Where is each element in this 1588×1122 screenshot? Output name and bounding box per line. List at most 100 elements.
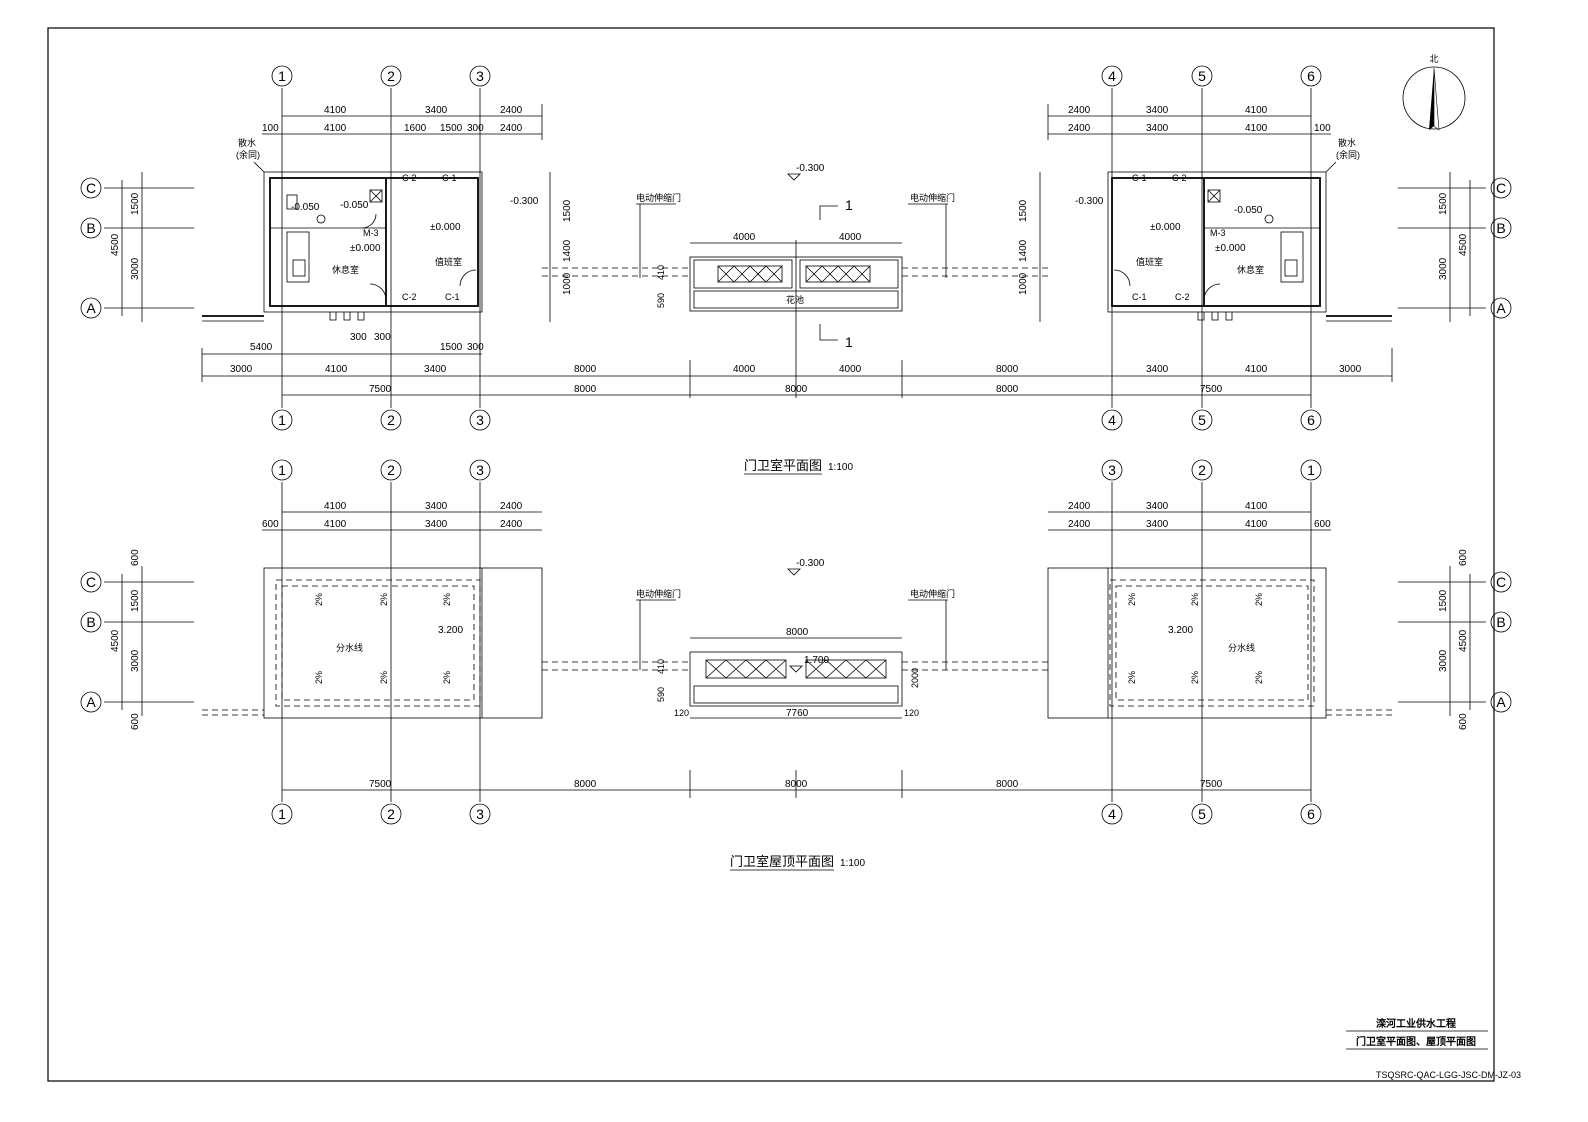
- plan-dim-b2h: 3400: [1146, 364, 1169, 375]
- gate-dim-right: 4000: [839, 232, 862, 243]
- axis-C-right: C: [1496, 180, 1506, 196]
- roof-dim-b-4: 8000: [996, 779, 1019, 790]
- plan-dim-top-1b: 3400: [425, 105, 448, 116]
- roof-gate-dim-7760: 7760: [786, 708, 809, 719]
- plan-dim-b1e: 300: [467, 342, 484, 353]
- plan-dim-top-r1a: 2400: [1068, 105, 1091, 116]
- roof-dim-b-3: 8000: [785, 779, 808, 790]
- roof-axis-C-right: C: [1496, 574, 1506, 590]
- right-guardhouse: 休息室 值班室 ±0.000 ±0.000 -0.050 -0.300 C-1 …: [1075, 137, 1360, 321]
- gate-dim-left: 4000: [733, 232, 756, 243]
- axis-6-top: 6: [1307, 68, 1315, 84]
- axis-B-right: B: [1496, 220, 1505, 236]
- roof-dim-top-r2c: 4100: [1245, 519, 1268, 530]
- window-c2-right-top: C-2: [1172, 173, 1187, 183]
- roof-side-dim-r4500: 4500: [1458, 629, 1469, 652]
- window-c1-right-top: C-1: [1132, 173, 1147, 183]
- roof-side-dim-600-bottom: 600: [130, 713, 141, 730]
- roof-dim-top-r1c: 4100: [1245, 501, 1268, 512]
- roof-slope-1: 2%: [314, 593, 324, 606]
- roof-dim-top-2b: 4100: [324, 519, 347, 530]
- roof-axis-A-left: A: [86, 694, 96, 710]
- roof-dim-top-1b: 3400: [425, 501, 448, 512]
- drain-label-right: 散水: [1338, 137, 1356, 148]
- drawing-number: TSQSRC-QAC-LGG-JSC-DM-JZ-03: [1376, 1070, 1521, 1080]
- roof-gate-dim-120-left: 120: [674, 708, 689, 718]
- plan-dim-b2j: 3000: [1339, 364, 1362, 375]
- roof-dim-top-2d: 2400: [500, 519, 523, 530]
- roof-dim-top-r2b: 3400: [1146, 519, 1169, 530]
- plan-side-dim-r1500: 1500: [1438, 192, 1449, 215]
- roof-dim-top-r1b: 3400: [1146, 501, 1169, 512]
- roof-dim-top-1c: 2400: [500, 501, 523, 512]
- plan-dim-top-1c: 2400: [500, 105, 523, 116]
- level-outside-plan: -0.300: [796, 163, 825, 174]
- plan-dim-top-2d: 1500: [440, 123, 463, 134]
- roof-axis-3-top: 3: [476, 462, 484, 478]
- roof-slope-12: 2%: [1254, 671, 1264, 684]
- plan-side-dim-1500: 1500: [130, 192, 141, 215]
- axis-3-top: 3: [476, 68, 484, 84]
- roof-dim-b-1: 7500: [369, 779, 392, 790]
- roof-axis-2-bottom: 2: [387, 806, 395, 822]
- room-duty-right: 值班室: [1136, 256, 1163, 267]
- plan-axis-bubbles: 1 2 3 4 5 6 1 2 3 4 5 6 C B A C B A: [80, 65, 1512, 431]
- plan-mid-dim-r1500: 1500: [1018, 199, 1029, 222]
- roof-slope-5: 2%: [379, 671, 389, 684]
- roof-axis-6-bottom: 6: [1307, 806, 1315, 822]
- plan-side-dim-r4500: 4500: [1458, 233, 1469, 256]
- roof-axis-A-right: A: [1496, 694, 1506, 710]
- door-m3-left: M-3: [363, 228, 379, 238]
- window-c1-right-bottom: C-1: [1132, 292, 1147, 302]
- plan-dim-top-r1c: 4100: [1245, 105, 1268, 116]
- plan-mid-dim-1400: 1400: [562, 239, 573, 262]
- plan-dim-b1a: 5400: [250, 342, 273, 353]
- plan-dim-b2b: 4100: [325, 364, 348, 375]
- plan-dim-b1b: 300: [350, 332, 367, 343]
- room-rest-left: 休息室: [332, 264, 359, 275]
- roof-side-dim-4500: 4500: [110, 629, 121, 652]
- window-c1-left-bottom: C-1: [445, 292, 460, 302]
- flowerbed-label: 花池: [786, 294, 804, 305]
- roof-slope-8: 2%: [1190, 593, 1200, 606]
- plan-dim-b2i: 4100: [1245, 364, 1268, 375]
- level-wc-left-2: -0.050: [291, 202, 320, 213]
- roof-axis-5-bottom: 5: [1198, 806, 1206, 822]
- roof-side-dim-1500: 1500: [130, 589, 141, 612]
- roof-gate-dim-410: 410: [656, 659, 666, 674]
- plan-dim-b3d: 8000: [996, 384, 1019, 395]
- roof-plan: 8000 7760 120 120 410 590 2000 1.700 -0.…: [104, 482, 1486, 802]
- roof-slope-6: 2%: [442, 671, 452, 684]
- project-name: 滦河工业供水工程: [1376, 1017, 1456, 1030]
- plan-dim-top-2a: 100: [262, 123, 279, 134]
- plan-dim-top-r2c: 4100: [1245, 123, 1268, 134]
- roof-axis-C-left: C: [86, 574, 96, 590]
- axis-B-left: B: [86, 220, 95, 236]
- plan-mid-dim-1500: 1500: [562, 199, 573, 222]
- window-c2-left-bottom: C-2: [402, 292, 417, 302]
- plan-dim-top-r1b: 3400: [1146, 105, 1169, 116]
- roof-side-dim-r1500: 1500: [1438, 589, 1449, 612]
- plan-mid-dim-r1400: 1400: [1018, 239, 1029, 262]
- plan-dim-top-r2d: 100: [1314, 123, 1331, 134]
- plan-dim-top-2f: 2400: [500, 123, 523, 134]
- axis-A-left: A: [86, 300, 96, 316]
- plan-dim-b2a: 3000: [230, 364, 253, 375]
- roof-level-right: 3.200: [1168, 625, 1193, 636]
- roof-axis-B-left: B: [86, 614, 95, 630]
- roof-level-outside: -0.300: [796, 558, 825, 569]
- roof-side-dim-600-top: 600: [130, 549, 141, 566]
- level-floor-duty-left: ±0.000: [430, 222, 461, 233]
- roof-gate-top: 1.700: [804, 655, 829, 666]
- roof-side-dim-r3000: 3000: [1438, 649, 1449, 672]
- roof-axis-r1-top: 1: [1307, 462, 1315, 478]
- plan-gate-dim-410: 410: [656, 265, 666, 280]
- plan-dim-top-2b: 4100: [324, 123, 347, 134]
- roof-axis-1-top: 1: [278, 462, 286, 478]
- roof-scale: 1:100: [840, 858, 865, 869]
- roof-slope-3: 2%: [442, 593, 452, 606]
- window-c2-left-top: C-2: [402, 173, 417, 183]
- roof-dim-top-r2a: 2400: [1068, 519, 1091, 530]
- plan-dim-b3e: 7500: [1200, 384, 1223, 395]
- door-m3-right: M-3: [1210, 228, 1226, 238]
